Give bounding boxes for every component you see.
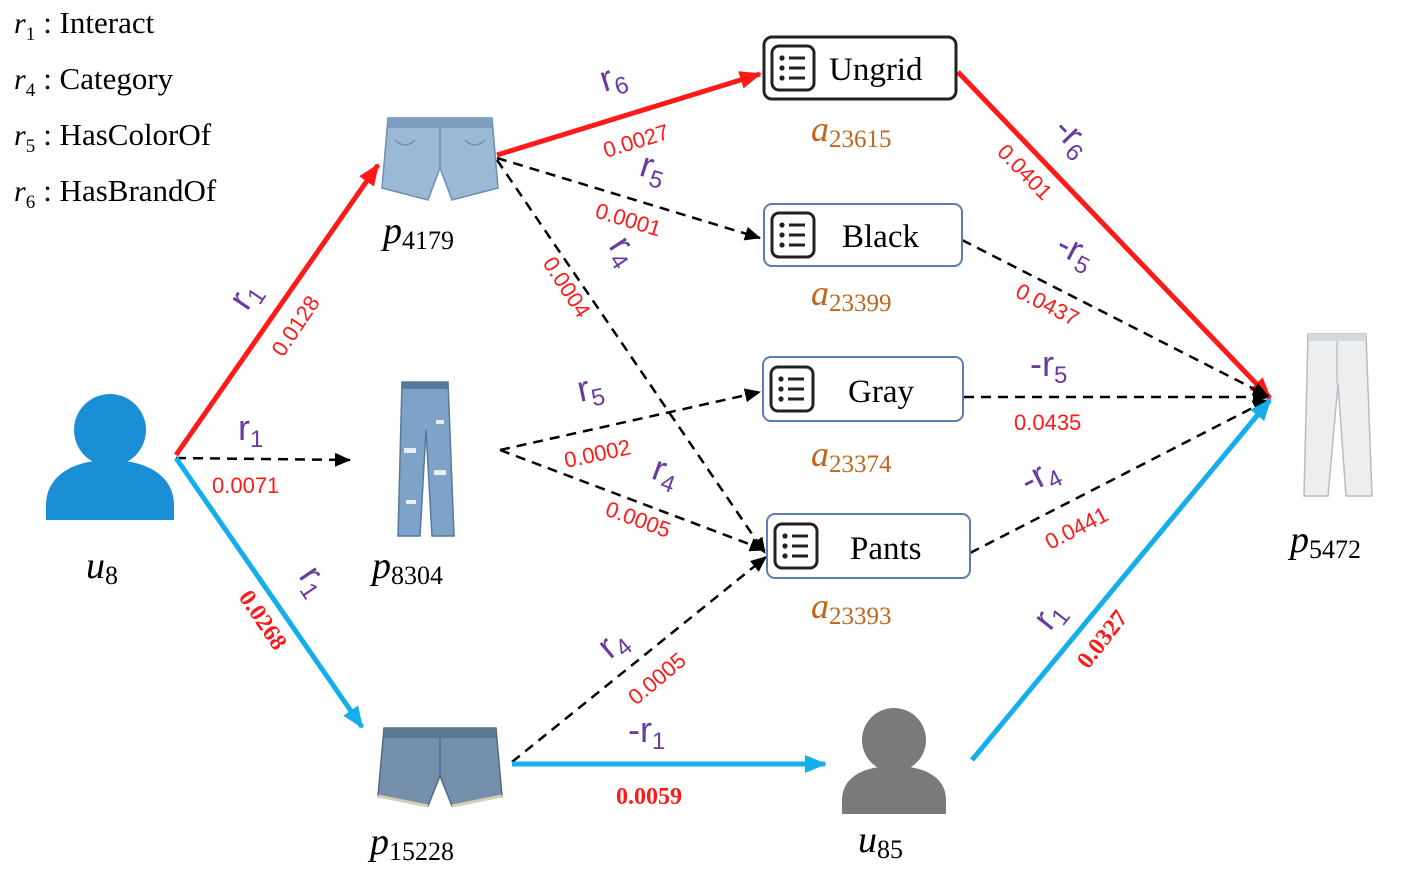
node-p15228: p15228 — [367, 727, 503, 866]
legend-item-r6: r6: HasBrandOf — [14, 173, 217, 213]
edge-p8304-pants — [499, 448, 766, 552]
denim-shorts-image — [377, 727, 503, 808]
legend-item-r4: r4: Category — [14, 61, 174, 101]
node-label-p15228: p15228 — [367, 821, 454, 866]
edge-weight-black-p5472: 0.0437 — [1012, 278, 1083, 331]
edge-p4179-black — [496, 156, 761, 241]
edge-labels: r1 0.0128 r1 0.0071 r1 0.0268 r6 0.0027 … — [212, 53, 1133, 810]
edge-relation-u8-p15228: r1 — [287, 558, 339, 605]
legend-item-r5: r5: HasColorOf — [14, 117, 212, 157]
node-label-u85: u85 — [858, 819, 903, 864]
legend: r1: Interact r4: Category r5: HasColorOf… — [14, 5, 217, 213]
edge-relation-ungrid-p5472: -r6 — [1043, 108, 1102, 167]
edge-weight-u85-p5472: 0.0327 — [1072, 606, 1133, 674]
edge-weight-u8-p8304: 0.0071 — [212, 473, 279, 498]
node-p4179: p4179 — [380, 117, 499, 255]
edge-p4179-ungrid — [496, 71, 762, 158]
edge-relation-pants-p5472: -r4 — [1013, 448, 1067, 506]
user-icon — [46, 394, 174, 520]
edge-relation-black-p5472: -r5 — [1048, 223, 1102, 281]
edge-relation-u8-p4179: r1 — [220, 273, 272, 320]
edge-p8304-gray — [499, 388, 761, 452]
denim-shorts-image — [381, 117, 499, 201]
edge-relation-p8304-pants: r4 — [646, 447, 686, 499]
node-label-u8: u8 — [86, 545, 118, 590]
edge-weight-pants-p5472: 0.0441 — [1041, 502, 1112, 555]
list-icon — [769, 365, 815, 413]
edge-pants-p5472 — [969, 398, 1269, 555]
node-p8304: p8304 — [369, 381, 455, 590]
list-icon — [773, 522, 819, 570]
edge-weight-p8304-pants: 0.0005 — [602, 496, 674, 543]
attribute-label-gray: Gray — [848, 374, 914, 410]
attribute-label-pants: Pants — [850, 531, 922, 567]
edges — [173, 70, 1272, 773]
node-label-p5472: p5472 — [1287, 519, 1361, 564]
edge-relation-p15228-u85: -r1 — [628, 709, 665, 755]
list-icon — [770, 211, 816, 259]
node-p5472: p5472 — [1287, 333, 1373, 564]
node-label-p4179: p4179 — [380, 210, 454, 255]
list-icon — [770, 44, 816, 92]
edge-weight-p8304-gray: 0.0002 — [562, 434, 633, 472]
edge-p4179-pants — [495, 159, 767, 554]
ripped-jeans-image — [397, 381, 455, 537]
edge-p15228-pants — [511, 556, 767, 763]
node-u8: u8 — [46, 394, 174, 590]
edge-u8-p15228 — [173, 456, 365, 729]
white-pants-image — [1303, 333, 1373, 497]
node-u85: u85 — [842, 708, 946, 864]
attribute-node-gray: Gray a23374 — [762, 356, 964, 478]
edge-weight-p15228-u85: 0.0059 — [616, 784, 682, 810]
node-label-p8304: p8304 — [369, 545, 443, 590]
edge-weight-gray-p5472: 0.0435 — [1014, 410, 1081, 435]
attribute-node-black: Black a23399 — [763, 203, 963, 317]
edge-u8-p8304 — [175, 452, 351, 467]
edge-weight-u8-p15228: 0.0268 — [233, 586, 291, 655]
attribute-id-a23615: a23615 — [811, 109, 892, 153]
attribute-label-ungrid: Ungrid — [829, 52, 923, 88]
attribute-id-a23374: a23374 — [811, 434, 892, 478]
edge-relation-u85-p5472: r1 — [1024, 592, 1076, 640]
attribute-node-pants: Pants a23393 — [766, 513, 971, 630]
attribute-id-a23399: a23399 — [811, 273, 892, 317]
edge-ungrid-p5472 — [956, 70, 1272, 400]
legend-item-r1: r1: Interact — [14, 5, 155, 45]
edge-u8-p4179 — [173, 163, 381, 457]
edge-weight-ungrid-p5472: 0.0401 — [992, 139, 1057, 205]
attribute-node-ungrid: Ungrid a23615 — [762, 35, 958, 153]
edge-relation-u8-p8304: r1 — [238, 407, 263, 453]
edge-weight-u8-p4179: 0.0128 — [266, 291, 324, 361]
edge-black-p5472 — [961, 238, 1269, 398]
edge-relation-p8304-gray: r5 — [573, 364, 607, 414]
edge-relation-p4179-ungrid: r6 — [594, 53, 632, 104]
edge-u85-p5472 — [970, 398, 1272, 762]
user-icon — [842, 708, 946, 814]
edge-relation-p15228-pants: r4 — [589, 618, 638, 670]
edge-weight-p4179-ungrid: 0.0027 — [600, 119, 672, 163]
edge-relation-gray-p5472: -r5 — [1030, 343, 1067, 389]
edge-weight-p4179-pants: 0.0004 — [538, 252, 596, 322]
attribute-label-black: Black — [842, 219, 919, 255]
attribute-id-a23393: a23393 — [811, 586, 892, 630]
